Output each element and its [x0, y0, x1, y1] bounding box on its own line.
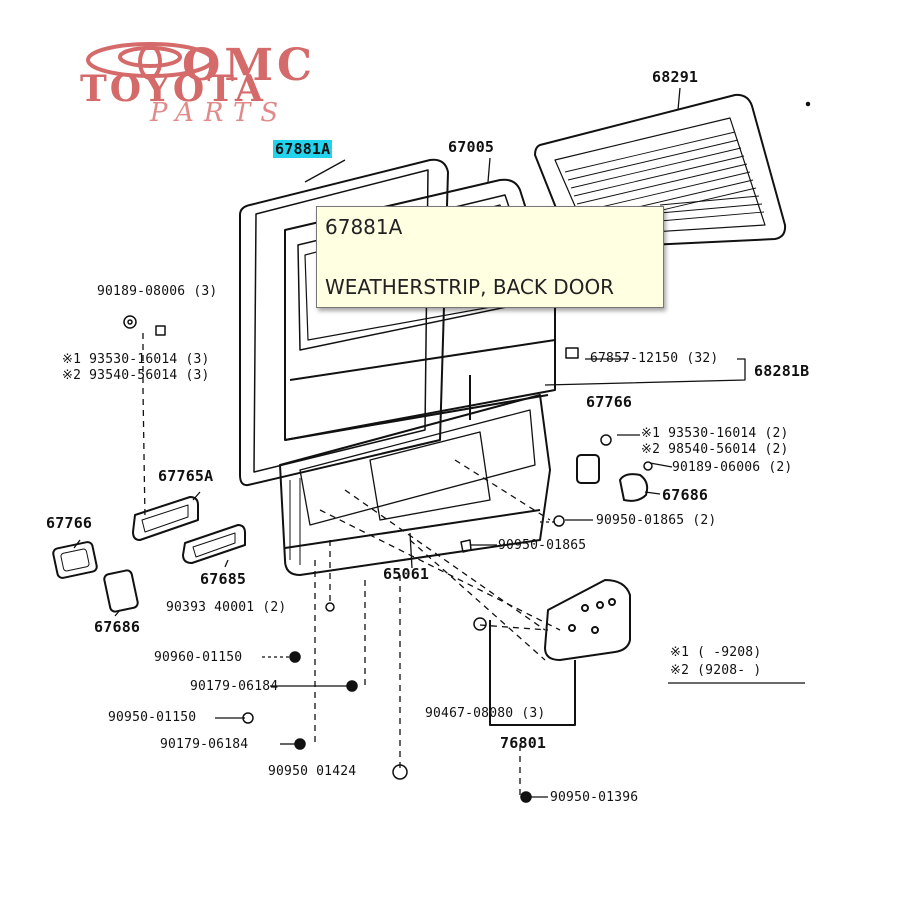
tooltip-description: WEATHERSTRIP, BACK DOOR — [325, 275, 615, 299]
part-label-90950-01424[interactable]: 90950 01424 — [268, 764, 357, 779]
part-tooltip: 67881A WEATHERSTRIP, BACK DOOR — [316, 206, 664, 308]
pad-67686-left-drawing — [103, 569, 139, 613]
back-window-drawing — [534, 93, 787, 250]
part-label-90179-06184-a[interactable]: 90179-06184 — [190, 679, 279, 694]
part-label-90189-06006[interactable]: 90189-06006 (2) — [672, 460, 793, 475]
tooltip-part-number: 67881A — [325, 215, 403, 239]
pad-67686-right-drawing — [619, 473, 649, 502]
part-label-76801[interactable]: 76801 — [500, 734, 547, 752]
part-label-90950-01396[interactable]: 90950-01396 — [550, 790, 639, 805]
part-label-67857-12150[interactable]: 67857-12150 (32) — [590, 351, 719, 366]
part-label-90467-08080[interactable]: 90467-08080 (3) — [425, 706, 546, 721]
part-label-90950-01865-b[interactable]: 90950-01865 — [498, 538, 587, 553]
fasteners-drawing — [123, 101, 811, 803]
legend-note-2: ※2 (9208- ) — [670, 663, 762, 678]
part-label-90393-40001[interactable]: 90393 40001 (2) — [166, 600, 287, 615]
part-label-93530-16014[interactable]: ※1 93530-16014 (3) — [62, 352, 210, 367]
part-label-90179-06184-b[interactable]: 90179-06184 — [160, 737, 249, 752]
logo-toyota-text: TOYOTA — [80, 68, 266, 110]
part-label-67766-left[interactable]: 67766 — [46, 514, 93, 532]
part-label-90950-01150[interactable]: 90950-01150 — [108, 710, 197, 725]
part-label-65061[interactable]: 65061 — [383, 565, 430, 583]
part-label-90189-08006[interactable]: 90189-08006 (3) — [97, 284, 218, 299]
part-label-67686-left[interactable]: 67686 — [94, 618, 141, 636]
omc-toyota-logo — [75, 38, 375, 133]
part-label-67881a[interactable]: 67881A — [273, 140, 333, 158]
housing-drawing — [279, 394, 551, 576]
weatherstrip-drawing — [239, 158, 449, 487]
part-label-93540-56014[interactable]: ※2 93540-56014 (3) — [62, 368, 210, 383]
part-label-67766-right[interactable]: 67766 — [586, 393, 633, 411]
lock-assembly-drawing — [489, 579, 631, 726]
pad-67766-right-drawing — [576, 454, 600, 484]
part-label-67765a[interactable]: 67765A — [158, 467, 214, 485]
part-label-93530-16014-b[interactable]: ※1 93530-16014 (2) — [641, 426, 789, 441]
logo-parts-text: PARTS — [150, 98, 289, 128]
part-label-68281b[interactable]: 68281B — [754, 362, 810, 380]
part-label-67686-right[interactable]: 67686 — [662, 486, 709, 504]
logo-omc-text: OMC — [182, 40, 317, 91]
pad-67766-left-drawing — [52, 541, 98, 579]
part-label-90960-01150[interactable]: 90960-01150 — [154, 650, 243, 665]
part-label-67005[interactable]: 67005 — [448, 138, 495, 156]
bezel-67765a-drawing — [132, 496, 199, 541]
part-label-68291[interactable]: 68291 — [652, 68, 699, 86]
part-label-98540-56014-b[interactable]: ※2 98540-56014 (2) — [641, 442, 789, 457]
part-label-67685[interactable]: 67685 — [200, 570, 247, 588]
part-label-90950-01865-a[interactable]: 90950-01865 (2) — [596, 513, 717, 528]
legend-note-1: ※1 ( -9208) — [670, 645, 762, 660]
bezel-67685-drawing — [182, 524, 246, 564]
